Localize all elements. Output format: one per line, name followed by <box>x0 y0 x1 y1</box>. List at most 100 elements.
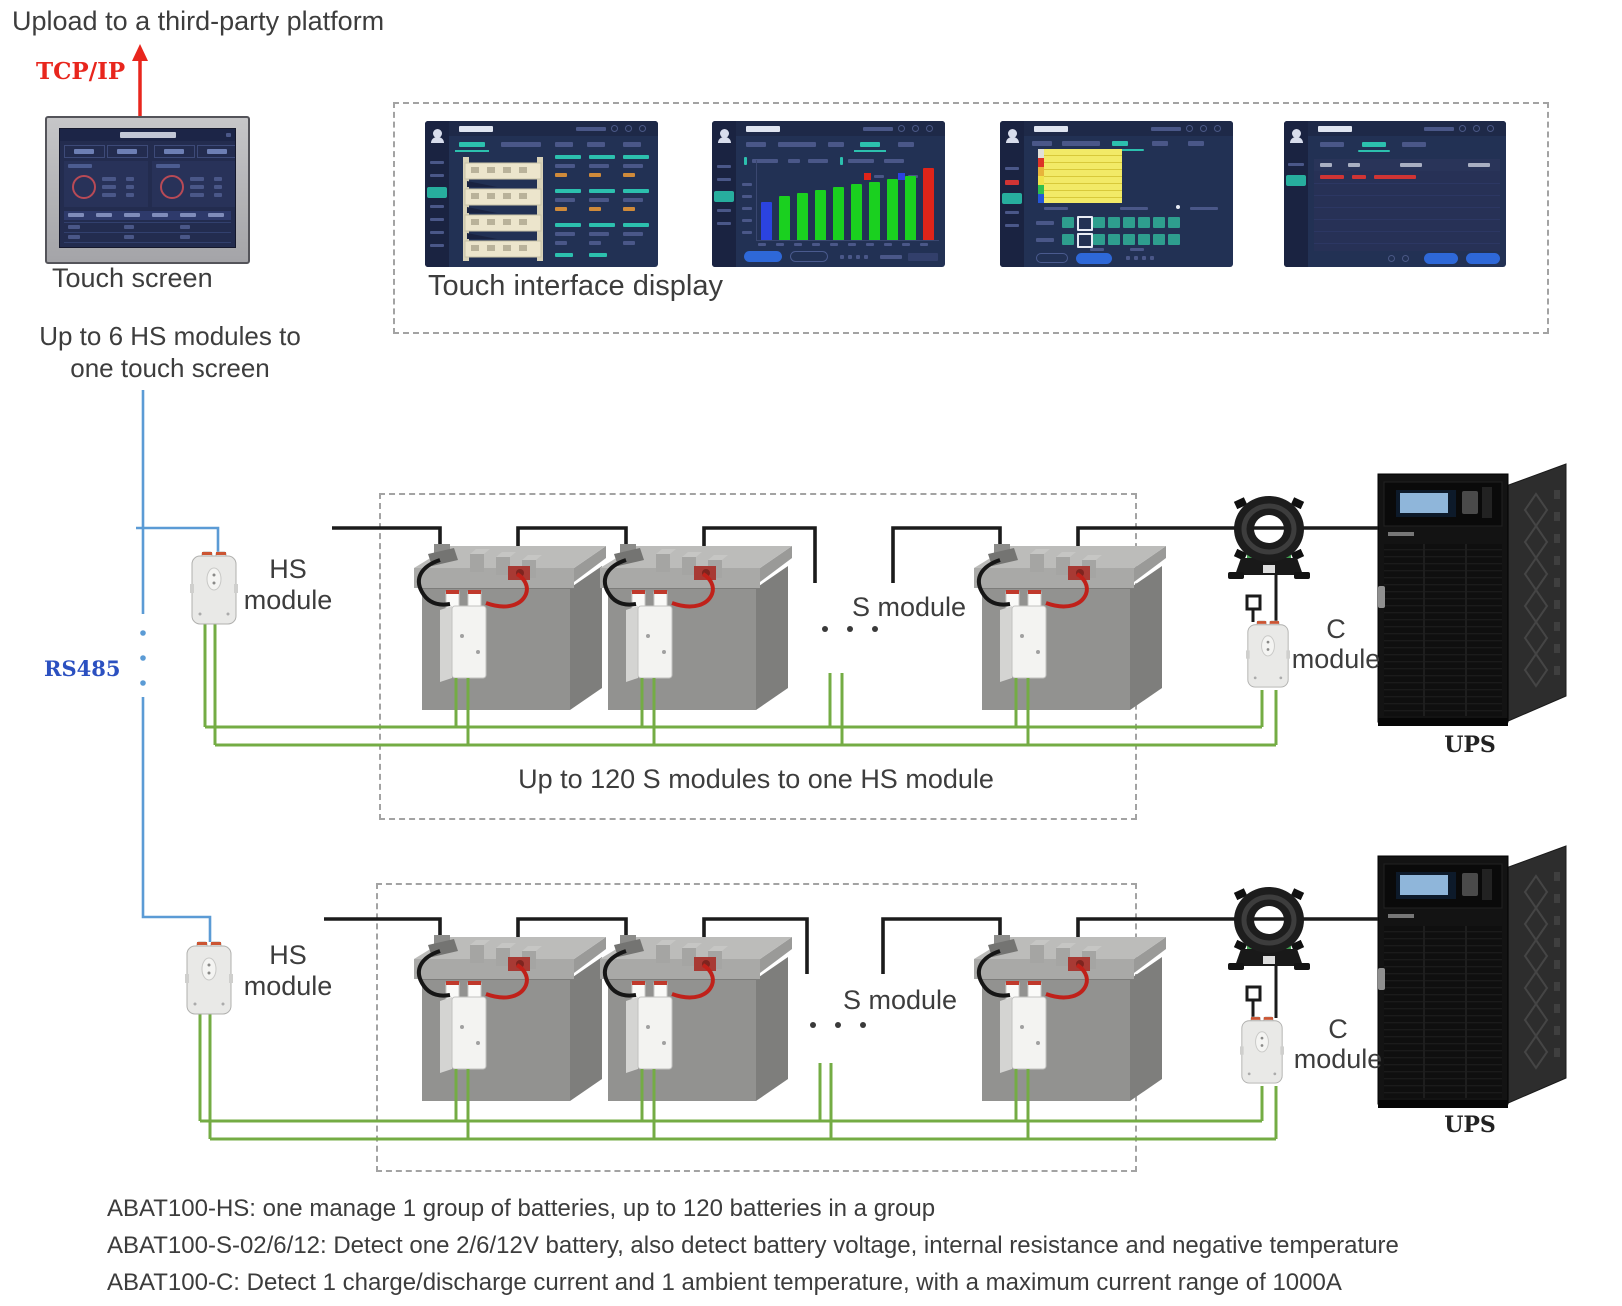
decor-ln <box>190 193 204 197</box>
decor-ln <box>1402 142 1426 147</box>
decor-ln <box>68 213 84 217</box>
sidebar-active-item <box>1002 193 1022 204</box>
rs485-wire-dots <box>140 630 146 686</box>
mini-header <box>1024 121 1233 136</box>
decor-ln <box>1151 127 1181 131</box>
decor-abs <box>64 222 231 223</box>
decor-ln <box>758 243 766 246</box>
decor-ln <box>1032 141 1052 146</box>
decor-ln <box>1288 163 1304 166</box>
gauge-icon <box>160 175 184 199</box>
mini-secondary-button <box>790 251 828 262</box>
decor-tealcell <box>1077 233 1093 248</box>
decor-ln <box>208 213 224 217</box>
current-transformer-2 <box>1228 887 1310 970</box>
decor-crc <box>1388 255 1395 262</box>
decor-abs <box>854 150 886 152</box>
battery-row1-2 <box>598 542 794 717</box>
decor-tealcell <box>1123 217 1135 228</box>
decor-ln <box>1320 175 1344 179</box>
tcpip-arrow-icon <box>132 44 148 116</box>
path <box>136 526 220 552</box>
decor-ln <box>124 235 134 239</box>
gauge-icon <box>72 175 96 199</box>
circle <box>810 1022 816 1028</box>
decor-ln <box>102 193 116 197</box>
battery-row2-3 <box>972 933 1168 1108</box>
decor-row-line <box>1314 195 1500 196</box>
ct-to-cmodule-wires <box>1251 574 1278 1018</box>
decor-ln <box>856 255 860 259</box>
decor-ln <box>746 142 766 147</box>
ts-titlebar <box>60 129 235 141</box>
header-icon <box>1186 125 1193 132</box>
mini-sidebar <box>1000 121 1024 267</box>
decor-ln <box>623 241 635 245</box>
circle <box>835 1022 841 1028</box>
power-bus-row1 <box>332 526 1378 583</box>
decor-ln <box>1424 127 1454 131</box>
decor-abs <box>197 145 235 158</box>
page-title: Upload to a third-party platform <box>12 6 385 36</box>
decor-ln <box>430 218 444 221</box>
header-icon <box>1200 125 1207 132</box>
decor-abs <box>455 150 489 152</box>
mini-bar <box>886 179 898 240</box>
decor-ln <box>623 173 635 177</box>
mini-sidebar <box>712 121 736 267</box>
path <box>454 1101 1030 1139</box>
ui-shot-rack-overview <box>425 121 658 267</box>
status-color-cell <box>1038 149 1045 158</box>
decor-ln <box>1348 163 1360 167</box>
decor-ln <box>1036 221 1054 225</box>
header-icon <box>1214 125 1221 132</box>
hs-module-device-2 <box>184 941 234 1015</box>
sidebar-active-item <box>714 191 734 202</box>
decor-ln <box>828 142 844 147</box>
rect <box>503 167 511 173</box>
path <box>818 1063 1278 1139</box>
decor-ln <box>623 164 643 168</box>
decor-ln <box>884 243 892 246</box>
user-icon <box>718 129 731 143</box>
rect <box>537 157 543 261</box>
decor-ln <box>623 223 649 227</box>
decor-row-line <box>1314 207 1500 208</box>
decor-ln <box>808 159 828 163</box>
active-tab <box>459 142 485 147</box>
decor-tealcell <box>1093 234 1105 245</box>
decor-ln <box>555 232 575 236</box>
decor-ln <box>1005 167 1019 170</box>
decor-ln <box>1005 211 1019 214</box>
rect <box>503 219 511 225</box>
decor-ln <box>589 223 615 227</box>
current-transformer-1 <box>1228 496 1310 579</box>
decor-ln <box>226 133 231 137</box>
status-color-cell <box>1038 185 1045 194</box>
mini-bar <box>904 176 916 240</box>
decor-ln <box>68 225 80 229</box>
circle <box>822 626 828 632</box>
chain-ellipsis-row2 <box>810 1022 866 1028</box>
active-tab <box>1112 141 1128 146</box>
rect <box>463 157 469 261</box>
ts-table <box>64 211 231 247</box>
decor-ln <box>190 185 204 189</box>
decor-tealcell <box>1153 217 1165 228</box>
decor-ln <box>152 213 168 217</box>
path <box>1251 965 1278 1018</box>
decor-ln <box>102 177 116 181</box>
decor-ln <box>589 164 609 168</box>
decor-ln <box>1320 163 1332 167</box>
hs-module-label-1: HS module <box>243 554 333 615</box>
decor-tealcell <box>1138 234 1150 245</box>
rect <box>487 193 495 199</box>
decor-ln <box>214 193 222 197</box>
path <box>828 673 1278 745</box>
decor-ln <box>102 185 116 189</box>
hs-capacity-note: Up to 6 HS modules to one touch screen <box>0 320 340 384</box>
decor-ln <box>589 241 601 245</box>
decor-ln <box>863 127 893 131</box>
decor-ln <box>920 243 928 246</box>
mini-header <box>1308 121 1506 136</box>
